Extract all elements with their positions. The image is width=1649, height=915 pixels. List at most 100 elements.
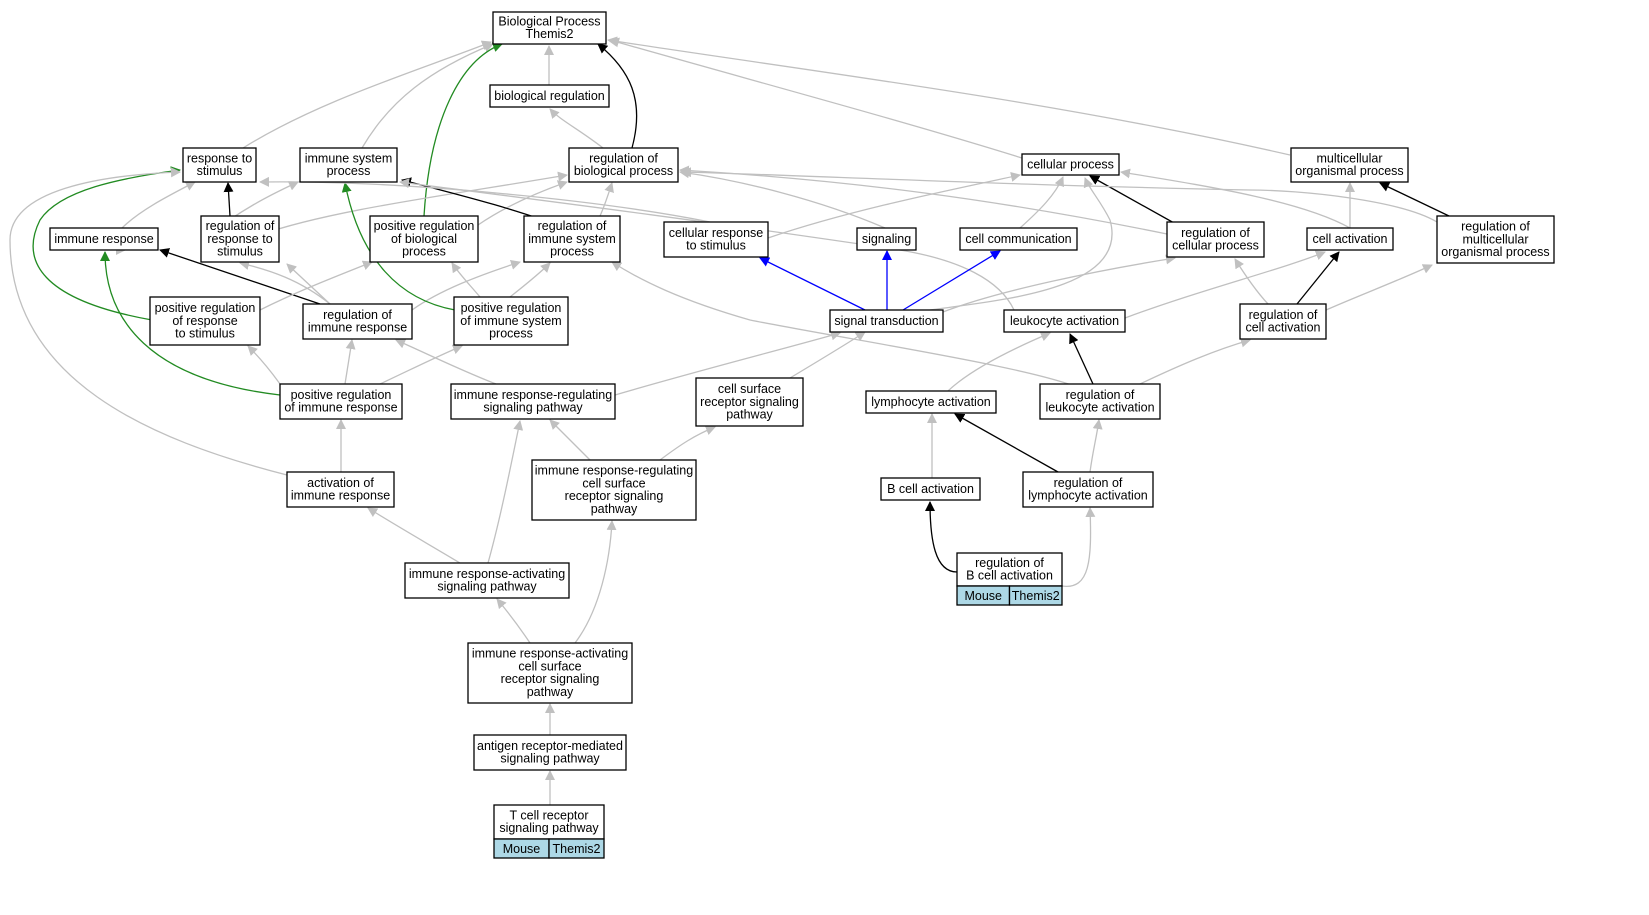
term-node-cell-proc[interactable]: cellular process [1021, 153, 1120, 176]
term-box [286, 471, 395, 508]
term-node-b-act[interactable]: B cell activation [880, 477, 981, 501]
edge-gray [679, 168, 886, 229]
term-node-sig-trans[interactable]: signal transduction [829, 309, 944, 333]
term-label-line: process [489, 327, 533, 341]
edge-gray [614, 330, 841, 396]
term-node-signaling[interactable]: signaling [856, 227, 917, 251]
term-box [1290, 147, 1409, 183]
term-label-line: multicellular [1463, 232, 1529, 246]
edge-gray [607, 36, 1291, 156]
term-label-line: signaling [862, 232, 911, 246]
term-label-line: leukocyte activation [1045, 401, 1154, 415]
term-label-line: cellular response [669, 226, 764, 240]
term-node-lymph-act[interactable]: lymphocyte activation [865, 390, 997, 414]
term-node-cell-act[interactable]: cell activation [1306, 227, 1394, 251]
term-label-line: immune response-activating [409, 567, 565, 581]
term-label-line: B cell activation [966, 569, 1053, 583]
term-label-line: pathway [726, 408, 773, 422]
term-box [1039, 383, 1161, 420]
edge-gray [242, 40, 492, 149]
edge-gray [1120, 168, 1351, 229]
term-box [369, 215, 479, 263]
edge-gray [509, 262, 551, 298]
term-label-line: immune system [528, 232, 616, 246]
term-label-line: process [550, 245, 594, 259]
edge-black [597, 43, 638, 149]
edge-green [341, 182, 456, 311]
edge-gray [286, 263, 331, 305]
term-label-line: receptor signaling [565, 489, 664, 503]
edge-gray [361, 42, 494, 149]
edge-gray [121, 181, 196, 229]
term-label-line: to stimulus [175, 327, 235, 341]
term-label-line: immune response-activating [472, 647, 628, 661]
term-label-line: response to [187, 151, 252, 165]
term-box [49, 227, 159, 251]
term-label-line: signaling pathway [437, 580, 537, 594]
edge-gray [1089, 419, 1103, 473]
edge-gray [599, 182, 614, 217]
edge-gray [942, 254, 1176, 313]
term-label-line: regulation of [1181, 226, 1250, 240]
term-node-bioreg[interactable]: biological regulation [489, 84, 610, 108]
edge-green [423, 42, 503, 217]
term-box [695, 377, 804, 427]
term-box [404, 562, 570, 599]
edge-gray [611, 261, 1086, 392]
edge-blue [902, 250, 1001, 311]
edge-gray [451, 262, 481, 298]
term-label-line: of biological [391, 232, 457, 246]
edge-gray [659, 425, 716, 461]
term-box [149, 296, 261, 346]
edge-green [100, 251, 281, 396]
term-box [568, 147, 679, 183]
edge-gray [929, 177, 1113, 311]
term-label-line: positive regulation [291, 388, 392, 402]
edge-gray [259, 260, 373, 311]
term-node-imm-resp[interactable]: immune response [49, 227, 159, 251]
term-box [856, 227, 917, 251]
term-box [1022, 471, 1154, 508]
term-label-line: immune response-regulating [454, 388, 612, 402]
term-label-line: regulation of [1249, 308, 1318, 322]
edge-black [223, 182, 234, 217]
annotation-tag-box [1008, 585, 1063, 606]
term-box [492, 11, 607, 45]
edge-gray [1019, 176, 1064, 229]
term-label-line: immune response [54, 232, 153, 246]
term-label-line: multicellular [1317, 151, 1383, 165]
term-label-line: Themis2 [526, 27, 574, 41]
term-node-cell-comm[interactable]: cell communication [959, 227, 1078, 251]
term-node-leuk-act[interactable]: leukocyte activation [1003, 309, 1126, 333]
term-label-line: organismal process [1441, 245, 1549, 259]
